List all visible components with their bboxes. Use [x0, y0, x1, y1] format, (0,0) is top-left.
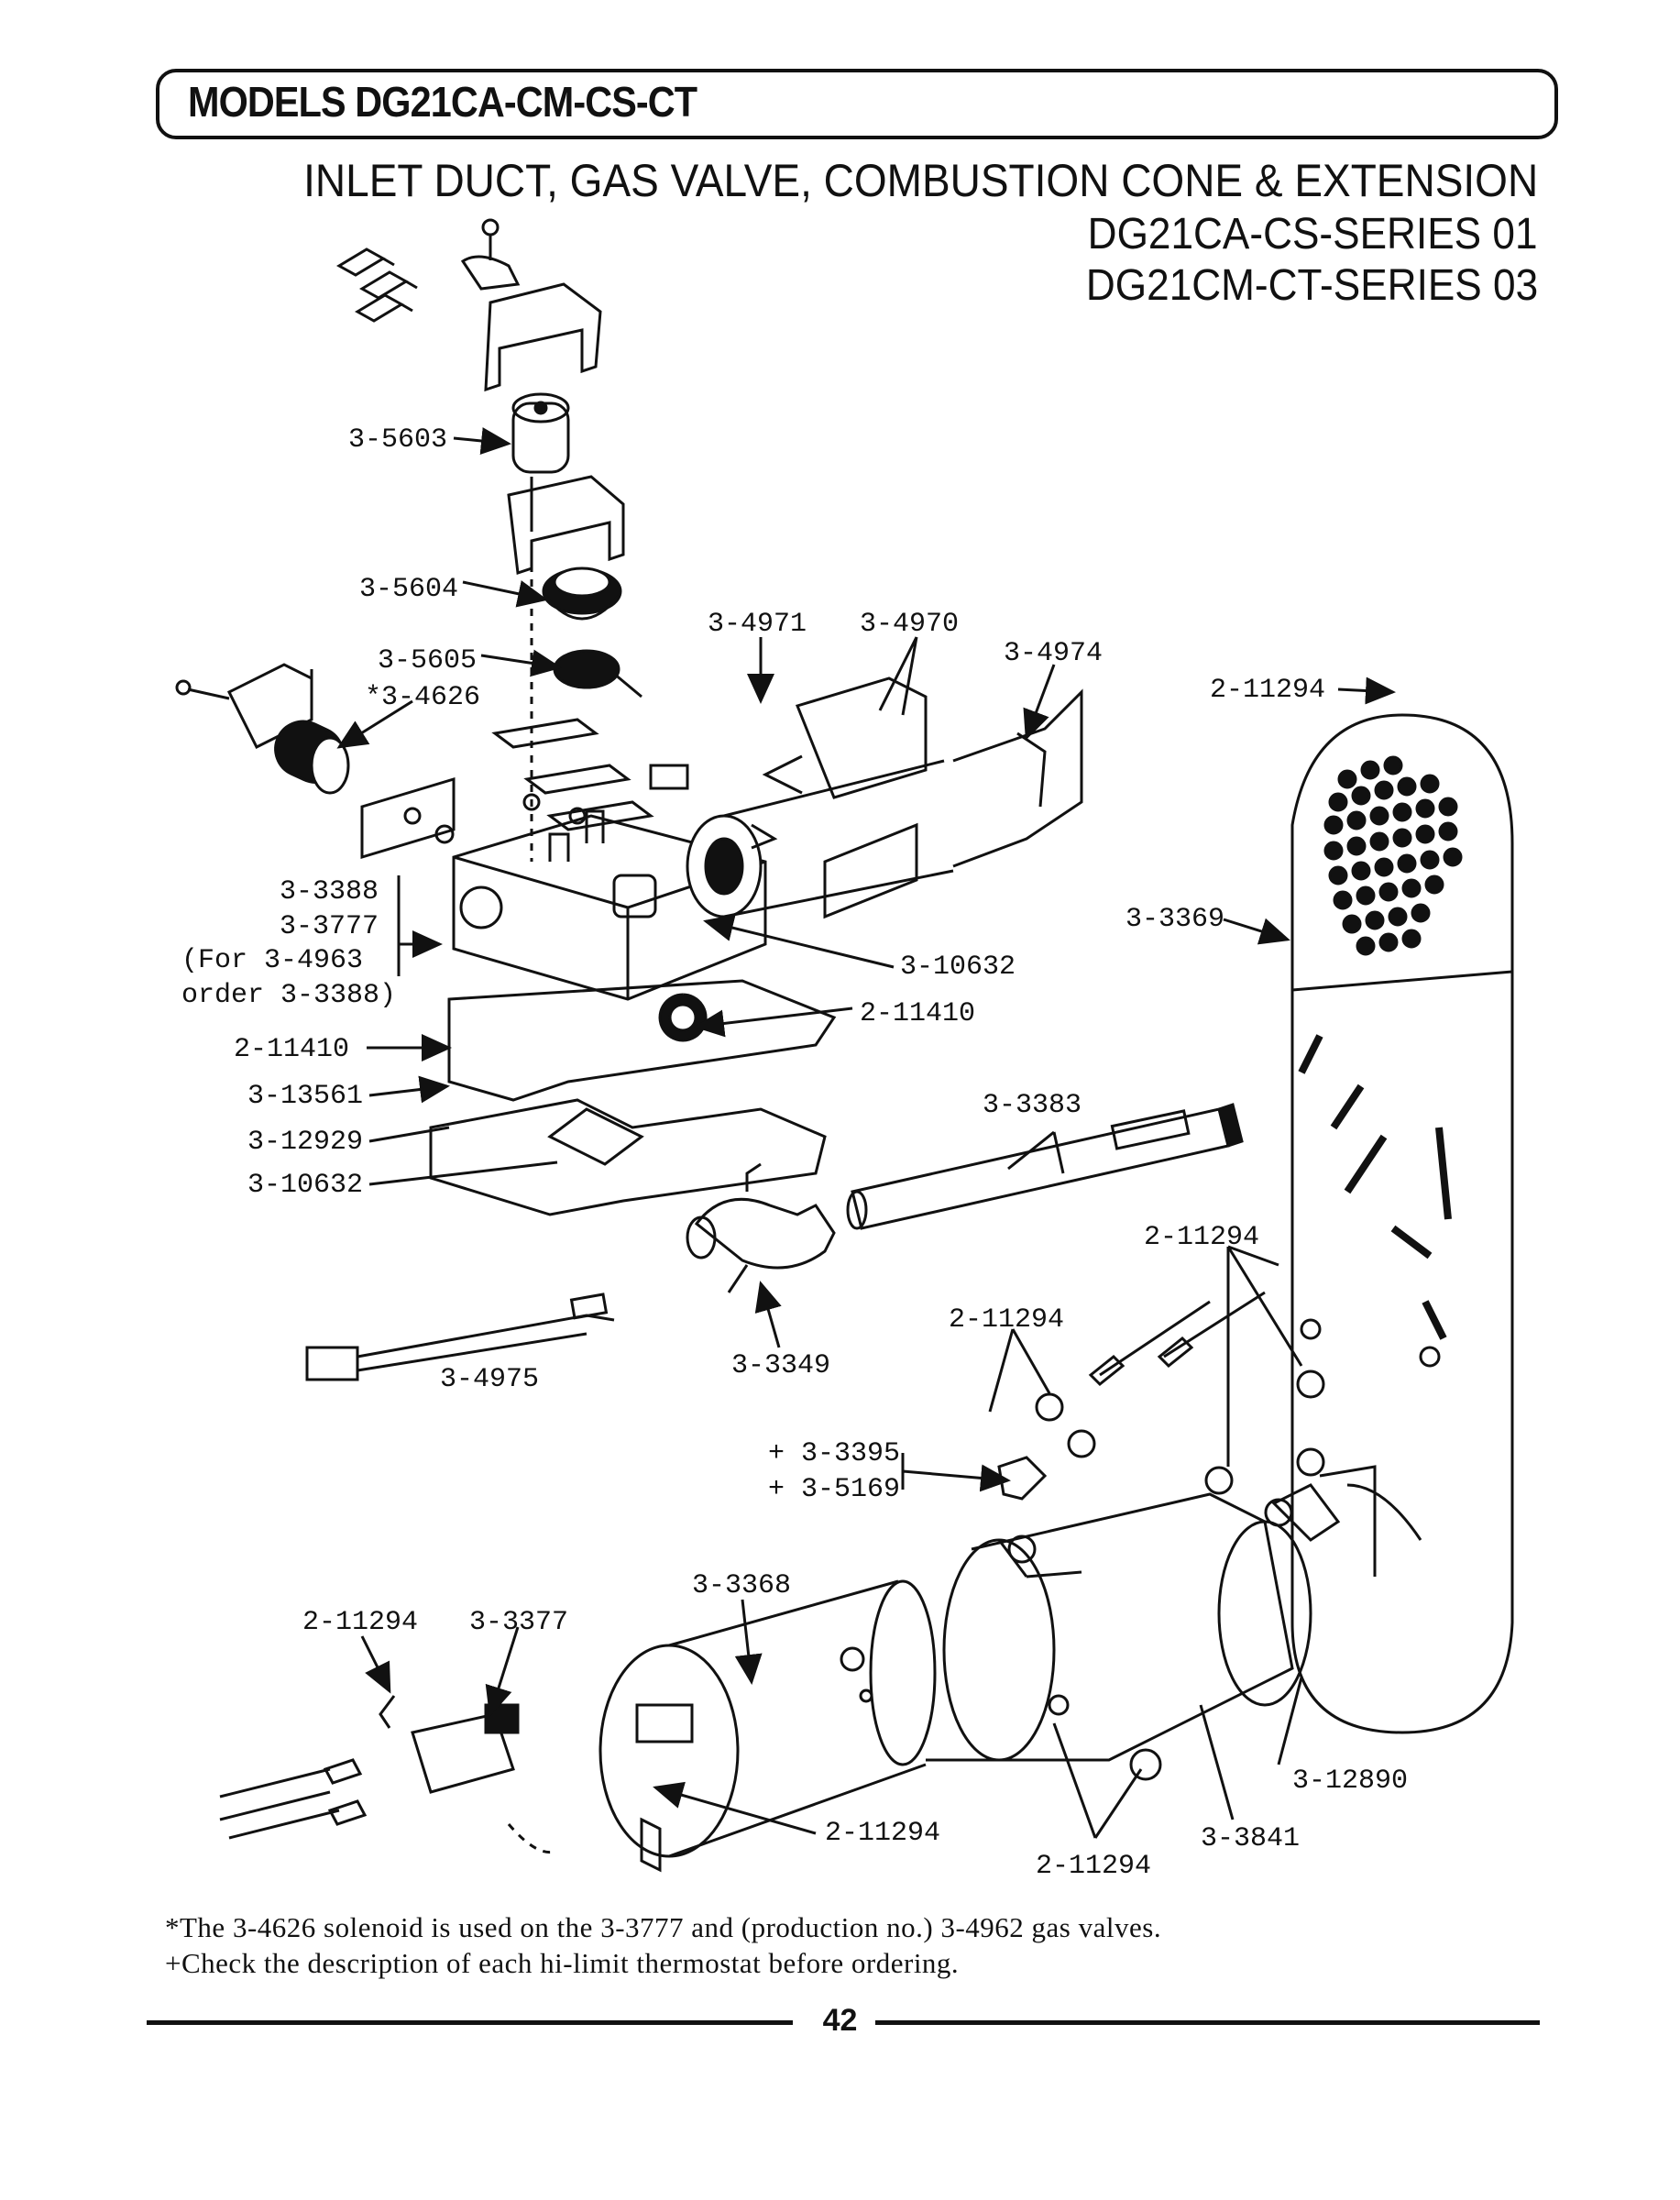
- combustion-extension-panel-drawing: [1290, 713, 1514, 1734]
- combustion-cone-drawing: [598, 1579, 937, 1873]
- page-number: 42: [822, 2003, 858, 2038]
- label-3-12929: 3-12929: [247, 1127, 363, 1158]
- label-2-11294-cone: 2-11294: [825, 1818, 940, 1849]
- label-3-3383: 3-3383: [983, 1090, 1082, 1121]
- series-line-2: DG21CM-CT-SERIES 03: [1085, 261, 1538, 310]
- footnote-solenoid: *The 3-4626 solenoid is used on the 3-37…: [165, 1911, 1162, 1943]
- base-bracket-drawing: [429, 979, 837, 1216]
- label-3-4974: 3-4974: [1004, 638, 1103, 669]
- label-2-11410-right: 2-11410: [860, 998, 975, 1029]
- gas-pipe-drawing: [846, 1103, 1244, 1230]
- label-3-3369: 3-3369: [1125, 904, 1224, 935]
- label-3-5604: 3-5604: [359, 574, 458, 605]
- diagram-subtitle: INLET DUCT, GAS VALVE, COMBUSTION CONE &…: [302, 155, 1538, 206]
- exploded-parts-diagram: 3-5603 3-5604 3-5605 *3-4626 3-4971 3-49…: [175, 218, 1514, 1882]
- label-2-11410-left: 2-11410: [234, 1034, 349, 1065]
- label-3-5605: 3-5605: [378, 645, 477, 676]
- models-title: MODELS DG21CA-CM-CS-CT: [188, 78, 697, 126]
- label-3-13561: 3-13561: [247, 1081, 363, 1112]
- label-2-11294-top: 2-11294: [1210, 675, 1325, 706]
- label-3-3395: + 3-3395: [768, 1438, 900, 1469]
- burner-liner-drawing: [926, 1483, 1341, 1781]
- coil-drawing: [530, 550, 642, 862]
- side-solenoid-drawing: [175, 663, 350, 795]
- label-3-3377: 3-3377: [469, 1607, 568, 1638]
- wire-harness-drawing: [305, 1292, 615, 1381]
- label-3-4626: *3-4626: [365, 682, 480, 713]
- sail-switch-drawing: [219, 1695, 555, 1854]
- footer-rule-right: [875, 2020, 1540, 2025]
- burner-assembly-drawing: [649, 676, 1083, 919]
- label-3-4970: 3-4970: [860, 609, 959, 640]
- label-3-12890: 3-12890: [1292, 1766, 1408, 1797]
- label-3-3777: 3-3777: [280, 911, 379, 942]
- label-2-11294-left: 2-11294: [302, 1607, 418, 1638]
- label-3-3349: 3-3349: [731, 1350, 830, 1381]
- label-3-5169: + 3-5169: [768, 1474, 900, 1505]
- note-for-3-4963: (For 3-4963: [181, 945, 363, 976]
- series-line-1: DG21CA-CS-SERIES 01: [1088, 210, 1538, 258]
- leader-lines: [336, 427, 1396, 1839]
- label-2-11294-bottom: 2-11294: [1036, 1851, 1151, 1882]
- solenoid-bracket-drawing: [460, 218, 625, 576]
- mounting-plates-drawing: [360, 718, 654, 860]
- label-3-4971: 3-4971: [708, 609, 807, 640]
- shutoff-valve-drawing: [686, 1162, 836, 1293]
- label-2-11294-thermo: 2-11294: [949, 1304, 1064, 1336]
- footer-rule-left: [147, 2020, 793, 2025]
- note-order-3-3388: order 3-3388): [181, 980, 396, 1011]
- footnote-hi-limit: +Check the description of each hi-limit …: [165, 1947, 960, 1979]
- label-3-3368: 3-3368: [692, 1570, 791, 1601]
- label-3-10632-right: 3-10632: [900, 952, 1016, 983]
- label-3-3388: 3-3388: [280, 876, 379, 908]
- screw-set-drawing: [336, 248, 418, 323]
- label-2-11294-mid: 2-11294: [1144, 1222, 1259, 1253]
- label-3-4975: 3-4975: [440, 1364, 539, 1395]
- label-3-5603: 3-5603: [348, 424, 447, 456]
- label-3-10632-left: 3-10632: [247, 1170, 363, 1201]
- label-3-3841: 3-3841: [1201, 1823, 1300, 1854]
- model-header-box: [156, 69, 1558, 139]
